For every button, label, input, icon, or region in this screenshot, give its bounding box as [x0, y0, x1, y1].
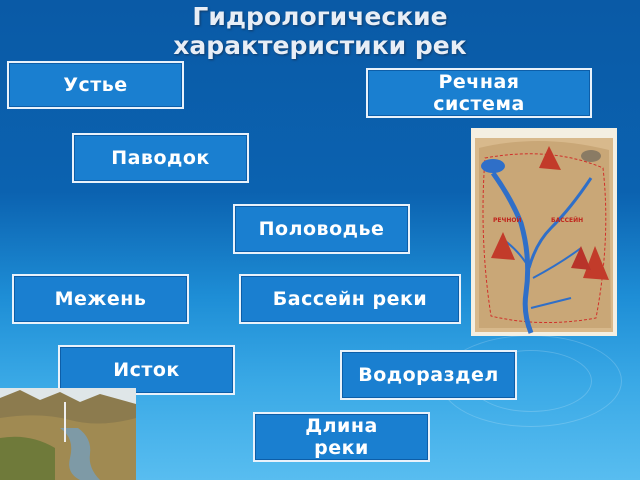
term-mezhen-box[interactable]: Межень — [12, 274, 189, 324]
term-polovodye-box[interactable]: Половодье — [233, 204, 410, 254]
term-bassein-label: Бассейн реки — [272, 288, 428, 310]
river-photo-image — [0, 388, 136, 480]
slide-title-line1: Гидрологические — [192, 2, 448, 31]
term-pavodok-label: Паводок — [111, 147, 210, 169]
map-label-basin-left: РЕЧНОЙ — [493, 216, 522, 224]
term-ustye-label: Устье — [63, 74, 128, 96]
term-dlina-box[interactable]: Длина реки — [253, 412, 430, 462]
term-river-system-label: Речная система — [433, 71, 525, 115]
term-polovodye-label: Половодье — [258, 218, 385, 240]
slide-title-line2: характеристики рек — [173, 31, 467, 60]
term-dlina-label: Длина реки — [305, 415, 378, 459]
term-mezhen-label: Межень — [54, 288, 147, 310]
term-river-system-box[interactable]: Речная система — [366, 68, 592, 118]
term-istok-box[interactable]: Исток — [58, 345, 235, 395]
river-basin-map-image: РЕЧНОЙ БАССЕЙН — [471, 128, 617, 336]
term-pavodok-box[interactable]: Паводок — [72, 133, 249, 183]
term-istok-label: Исток — [113, 359, 180, 381]
slide-title: Гидрологические характеристики рек — [0, 2, 640, 60]
term-vodorazdel-box[interactable]: Водораздел — [340, 350, 517, 400]
term-ustye-box[interactable]: Устье — [7, 61, 184, 109]
map-label-basin-right: БАССЕЙН — [551, 216, 583, 224]
term-bassein-box[interactable]: Бассейн реки — [239, 274, 461, 324]
term-vodorazdel-label: Водораздел — [358, 364, 499, 386]
